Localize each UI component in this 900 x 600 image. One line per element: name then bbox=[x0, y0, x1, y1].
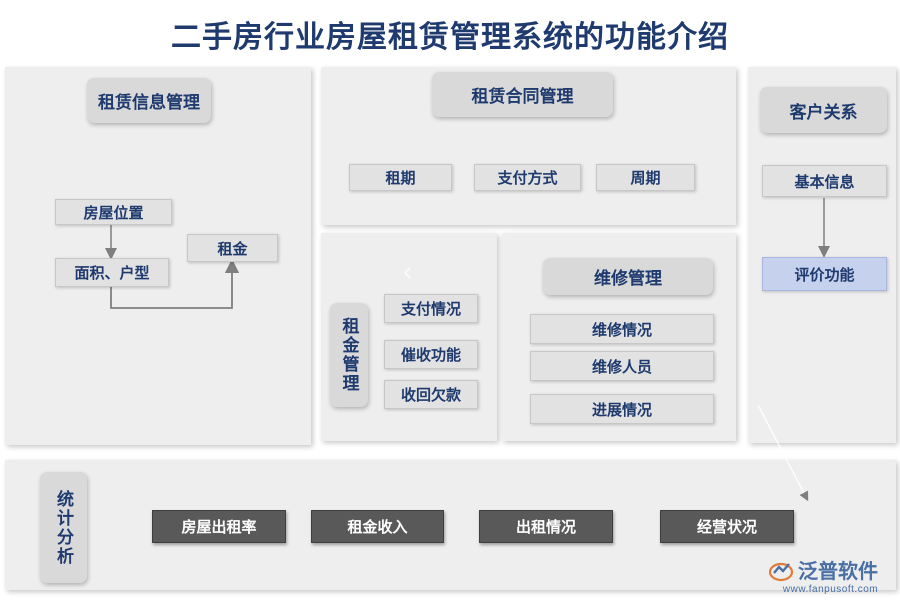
maintenance-item-staff: 维修人员 bbox=[530, 351, 714, 381]
evaluation-box: 评价功能 bbox=[762, 257, 887, 291]
rent-item-recover-debt: 收回欠款 bbox=[384, 380, 478, 409]
maintenance-item-progress: 进展情况 bbox=[530, 394, 714, 424]
stats-label: 统计分析 bbox=[40, 472, 87, 583]
rent-mgmt-label-text: 租金管理 bbox=[339, 317, 359, 393]
area-type-box: 面积、户型 bbox=[55, 258, 169, 287]
stats-item-occupancy: 房屋出租率 bbox=[152, 510, 286, 543]
rent-mgmt-label: 租金管理 bbox=[330, 303, 368, 407]
contract-item-period: 租期 bbox=[349, 164, 452, 191]
contract-item-payment: 支付方式 bbox=[474, 164, 581, 191]
rental-info-header: 租赁信息管理 bbox=[87, 78, 211, 123]
area-to-rent-arrow bbox=[110, 258, 240, 309]
maintenance-item-status: 维修情况 bbox=[530, 314, 714, 344]
rent-item-collection: 催收功能 bbox=[384, 340, 478, 369]
contract-item-cycle: 周期 bbox=[596, 164, 695, 191]
contract-header: 租赁合同管理 bbox=[432, 72, 613, 117]
brand-url: www.fanpusoft.com bbox=[782, 584, 879, 595]
brand-logo: 泛普软件 www.fanpusoft.com bbox=[768, 555, 893, 597]
small-chevron-icon bbox=[404, 267, 411, 279]
page-title: 二手房行业房屋租赁管理系统的功能介绍 bbox=[171, 21, 729, 54]
basic-info-box: 基本信息 bbox=[762, 165, 887, 197]
stats-item-rental-status: 出租情况 bbox=[479, 510, 613, 543]
maintenance-header: 维修管理 bbox=[543, 258, 713, 295]
fanpu-logo-icon bbox=[768, 562, 794, 581]
brand-logo-row: 泛普软件 bbox=[768, 555, 893, 584]
stats-label-text: 统计分析 bbox=[54, 489, 73, 566]
brand-name: 泛普软件 bbox=[798, 561, 878, 583]
rent-item-payment-status: 支付情况 bbox=[384, 294, 478, 323]
house-location-box: 房屋位置 bbox=[55, 199, 172, 225]
customer-header: 客户关系 bbox=[760, 87, 887, 133]
decorative-arrow bbox=[757, 404, 809, 502]
stats-item-rent-income: 租金收入 bbox=[311, 510, 444, 543]
stats-item-business-status: 经营状况 bbox=[660, 510, 794, 543]
rent-box: 租金 bbox=[187, 234, 278, 262]
